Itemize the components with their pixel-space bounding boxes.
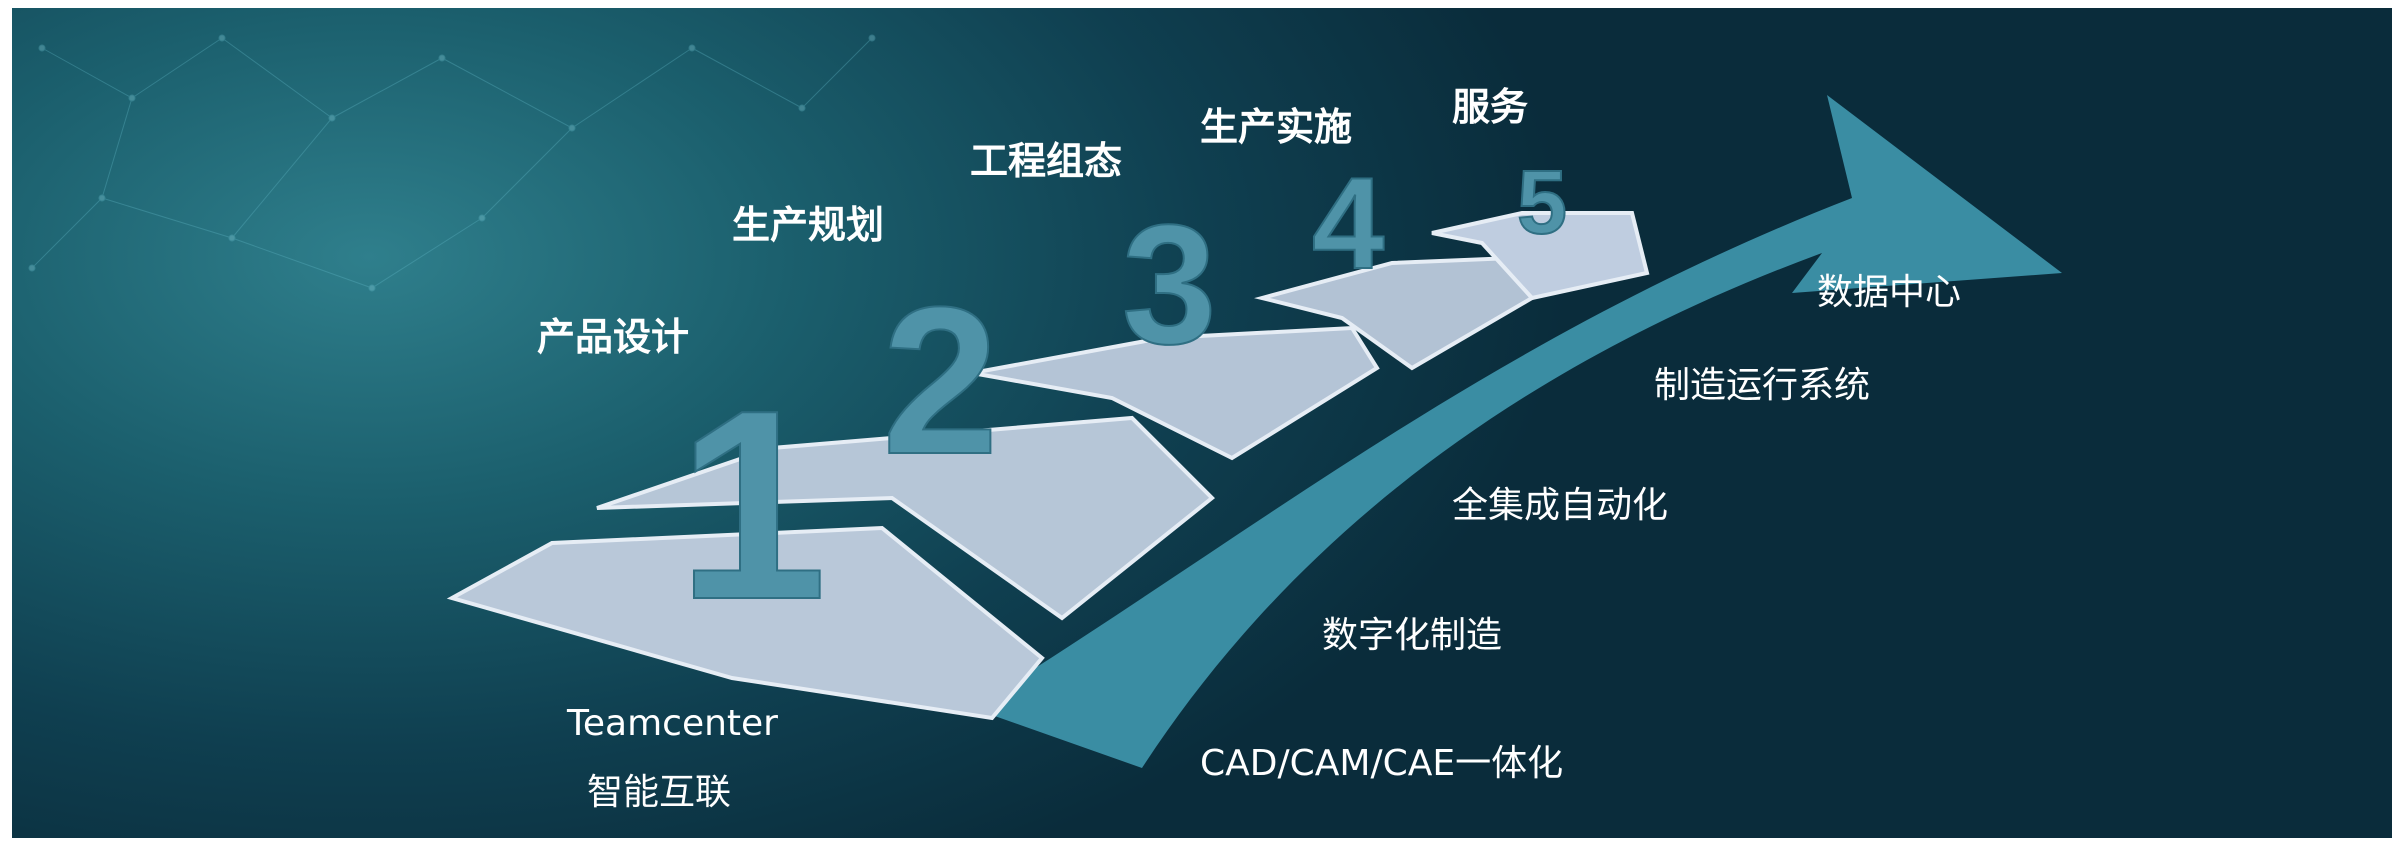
step-number-4: 4 [1312,150,1384,296]
diagram-graphic: 1 2 3 4 5 [28,34,2062,768]
feature-teamcenter: Teamcenter [567,703,778,744]
stage-label-production-implementation: 生产实施 [1200,105,1353,149]
step-plate-2 [596,415,1215,621]
feature-smart-connect: 智能互联 [587,772,732,813]
progress-arrow [972,95,2062,768]
stage-label-product-design: 产品设计 [537,315,690,359]
stage-label-engineering-config: 工程组态 [970,139,1123,183]
step-number-3: 3 [1122,190,1217,380]
feature-cad-cam-cae: CAD/CAM/CAE一体化 [1200,743,1564,784]
feature-mes: 制造运行系统 [1654,365,1871,406]
stage-label-service: 服务 [1452,85,1529,129]
feature-digital-manufacturing: 数字化制造 [1322,615,1503,656]
step-number-2: 2 [882,263,999,498]
stage-label-production-planning: 生产规划 [732,203,885,247]
step-plate-5 [1431,211,1650,301]
step-plate-1 [446,525,1045,721]
step-number-5: 5 [1517,153,1567,253]
step-plate-3 [971,325,1380,461]
feature-data-center: 数据中心 [1817,272,1962,313]
step-number-1: 1 [677,355,827,656]
banner-background: 1 2 3 4 5 产品设计 生产规划 工程组态 生产实施 服务 Teamcen… [12,8,2392,838]
feature-tia: 全集成自动化 [1452,485,1669,526]
network-decoration [28,34,876,292]
